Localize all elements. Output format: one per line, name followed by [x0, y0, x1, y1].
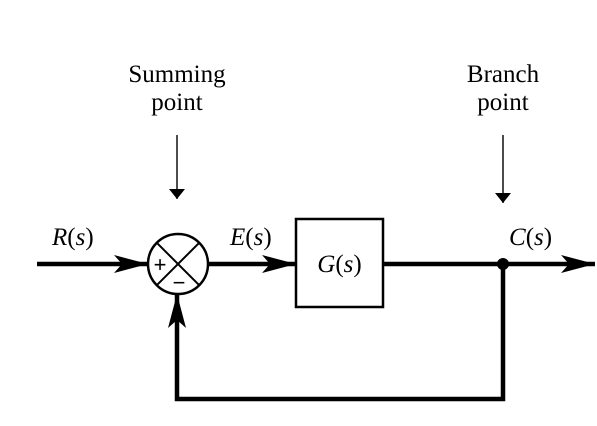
summing-minus-sign: −	[173, 270, 186, 295]
feedback-path	[168, 264, 506, 402]
summing-plus-sign: +	[154, 252, 167, 277]
error-signal-label: E(s)	[229, 224, 272, 251]
branch-point-label-line1: Branch	[467, 61, 540, 88]
transfer-function-label: G(s)	[317, 251, 361, 278]
output-signal-label: C(s)	[509, 224, 552, 251]
input-signal-label: R(s)	[51, 224, 94, 251]
summing-point-label-line2: point	[151, 89, 202, 116]
summing-point-label-line1: Summing	[128, 61, 226, 88]
branch-point-label-line2: point	[477, 89, 528, 116]
